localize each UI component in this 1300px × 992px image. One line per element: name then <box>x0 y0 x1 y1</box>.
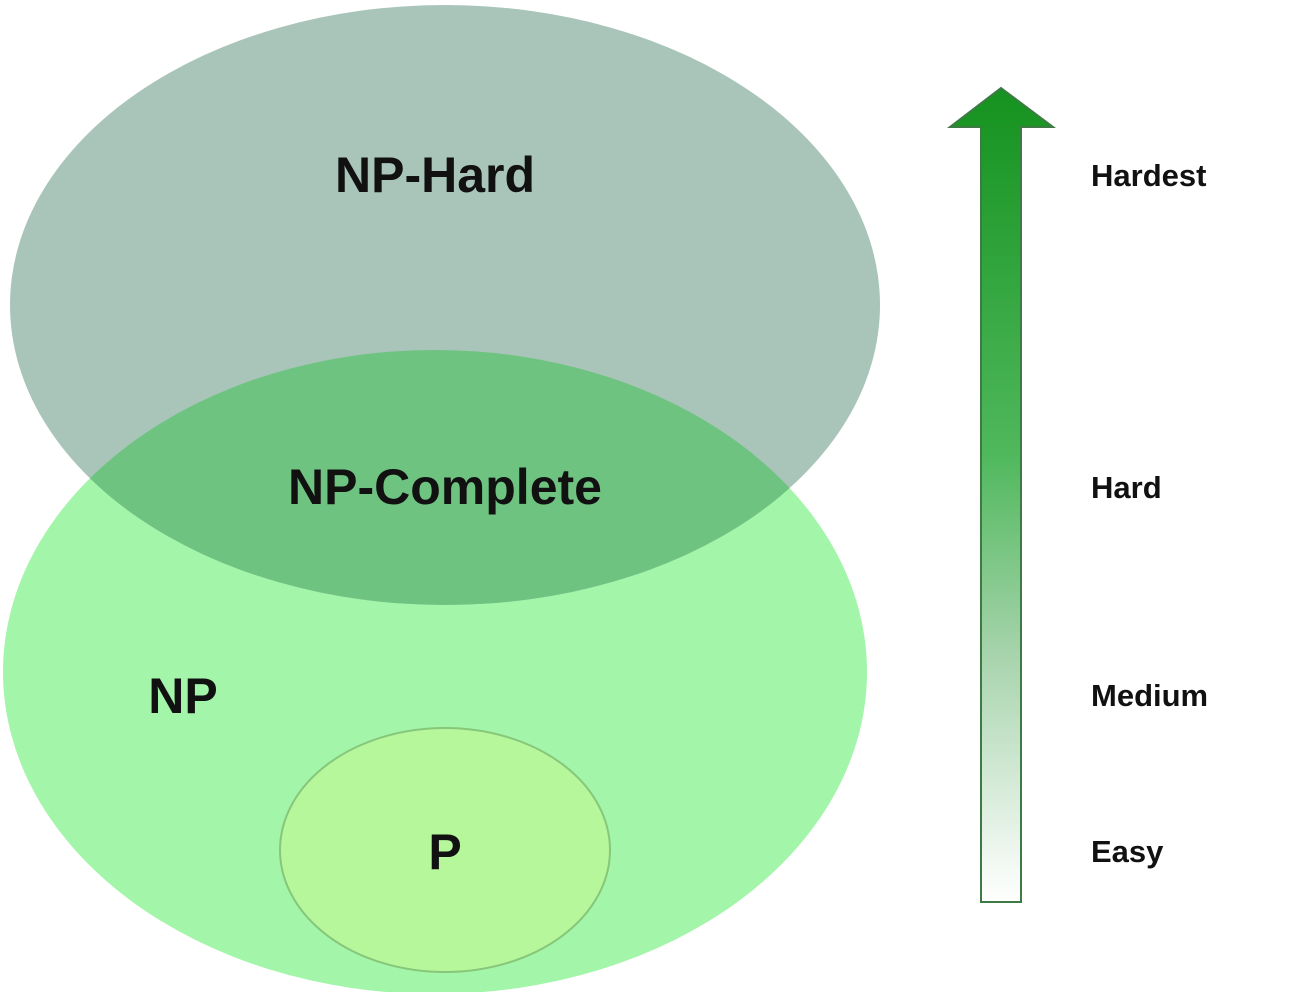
p-label: P <box>428 824 462 880</box>
np-complete-label: NP-Complete <box>288 459 602 515</box>
scale-label-easy: Easy <box>1091 834 1164 869</box>
scale-label-hard: Hard <box>1091 470 1162 505</box>
difficulty-arrow-icon <box>947 86 1056 903</box>
np-hard-label: NP-Hard <box>334 147 536 203</box>
np-complete-region <box>10 350 867 605</box>
np-label: NP <box>148 668 218 724</box>
scale-label-hardest: Hardest <box>1091 158 1207 193</box>
scale-label-medium: Medium <box>1091 678 1209 713</box>
p-ellipse <box>279 727 611 973</box>
